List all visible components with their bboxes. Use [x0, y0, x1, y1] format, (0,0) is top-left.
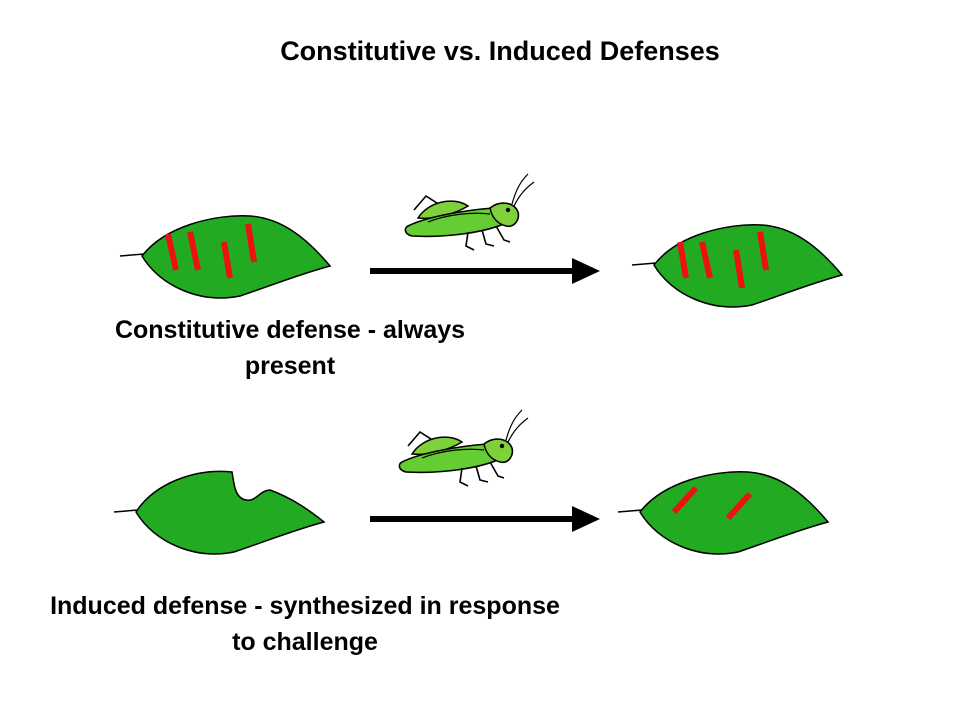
constitutive-caption: Constitutive defense - always present	[114, 316, 466, 380]
grasshopper-icon	[398, 409, 529, 487]
leaf-icon	[119, 215, 331, 299]
leaf-icon	[631, 224, 843, 308]
defense-marks	[165, 223, 257, 279]
arrow-right-icon	[370, 506, 600, 532]
defense-marks	[677, 231, 769, 289]
grasshopper-icon	[404, 173, 535, 251]
leaf-icon	[617, 471, 829, 555]
defense-marks	[671, 485, 753, 521]
slide-title: Constitutive vs. Induced Defenses	[280, 36, 720, 66]
arrow-right-icon	[370, 258, 600, 284]
induced-caption: Induced defense - synthesized in respons…	[50, 592, 560, 656]
leaf-icon	[113, 470, 326, 555]
